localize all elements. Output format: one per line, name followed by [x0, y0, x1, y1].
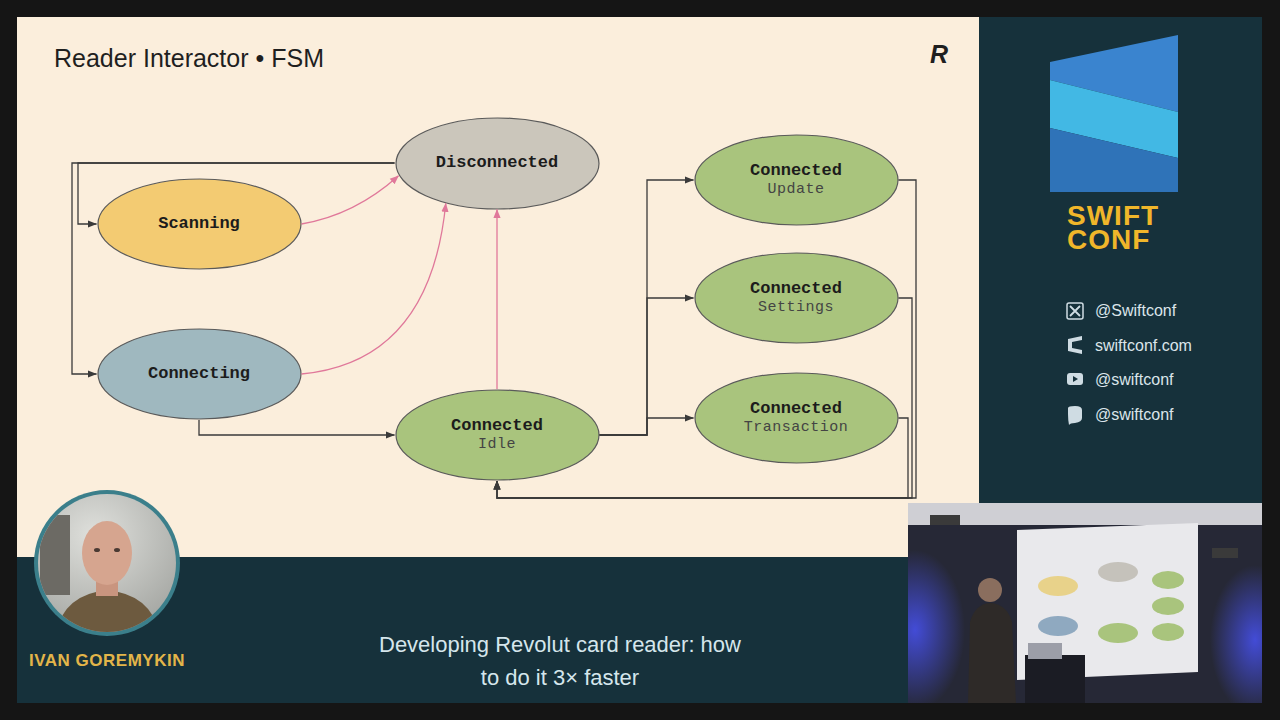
inset-node [1152, 623, 1184, 641]
inset-node [1038, 576, 1078, 596]
photo-head [82, 521, 132, 585]
social-icons [1067, 303, 1083, 425]
state-ellipse: ConnectedSettings [694, 252, 899, 344]
decor-shape [30, 490, 190, 640]
state-name: Connected [451, 416, 543, 436]
inset-node [1152, 571, 1184, 589]
ellipse-shape [695, 135, 898, 225]
transition-arrow [600, 180, 694, 435]
state-substate: Update [767, 181, 824, 199]
transition-arrow [497, 418, 908, 498]
transition-arrow [78, 163, 395, 224]
transition-arrow [600, 418, 694, 435]
inset-light [908, 550, 965, 703]
conference-logo [1050, 35, 1178, 192]
photo-eye [114, 548, 120, 552]
inset-ceiling [908, 503, 1262, 525]
speaker-name: IVAN GOREMYKIN [17, 650, 197, 672]
state-ellipse: Connecting [97, 328, 302, 420]
state-name: Connected [750, 279, 842, 299]
inset-node [1098, 623, 1138, 643]
photo-jacket [55, 590, 160, 640]
inset-lectern [1025, 655, 1085, 703]
state-name: Disconnected [436, 153, 558, 173]
social-handle: @swiftconf [1095, 370, 1173, 390]
transition-arrow [72, 163, 395, 374]
transition-arrow [497, 180, 916, 498]
inset-presenter-head [978, 578, 1002, 602]
mastodon-icon [1068, 406, 1082, 425]
photo-door [40, 515, 70, 595]
x-icon [1067, 303, 1083, 319]
youtube-icon [1067, 373, 1083, 385]
inset-node [1038, 616, 1078, 636]
youtube-icon-mark [1073, 376, 1078, 382]
state-substate: Idle [478, 436, 516, 454]
logo-wordmark: CONF [1067, 226, 1150, 254]
inset-node [1152, 597, 1184, 615]
transition-arrow [302, 203, 446, 374]
state-name: Connecting [148, 364, 250, 384]
social-handle: @swiftconf [1095, 405, 1173, 425]
inset-light [1210, 565, 1262, 703]
photo-wall [30, 490, 190, 640]
camera-inset [908, 503, 1262, 703]
transition-arrow [497, 298, 912, 498]
inset-node [1098, 562, 1138, 582]
site-icon [1068, 336, 1082, 354]
state-ellipse: Scanning [97, 178, 302, 270]
transition-arrow [302, 176, 399, 224]
photo-eye [94, 548, 100, 552]
transition-arrow [600, 298, 694, 435]
state-substate: Transaction [744, 419, 849, 437]
transition-arrow [496, 210, 497, 390]
state-name: Connected [750, 161, 842, 181]
slide-background [17, 17, 979, 557]
ellipse-shape [695, 253, 898, 343]
state-name: Connected [750, 399, 842, 419]
state-ellipse: ConnectedIdle [395, 389, 600, 481]
ellipse-shape [695, 373, 898, 463]
transition-arrow [199, 420, 395, 435]
talk-title: Developing Revolut card reader: how to d… [375, 628, 745, 694]
brand-logo: R [930, 40, 948, 69]
inset-speaker [930, 515, 960, 525]
speaker-photo [30, 490, 190, 640]
ellipse-shape [396, 390, 599, 480]
inset-laptop [1028, 643, 1062, 659]
site-icon-mark [1072, 340, 1082, 350]
state-name: Scanning [158, 214, 240, 234]
logo-band [1050, 128, 1178, 192]
website-url: swiftconf.com [1095, 336, 1192, 356]
slide-title: Reader Interactor • FSM [54, 44, 324, 73]
inset-screen [1017, 523, 1198, 680]
inset-presenter-body [968, 603, 1016, 703]
state-substate: Settings [758, 299, 834, 317]
x-icon-mark [1070, 306, 1080, 316]
social-handle: @Swiftconf [1095, 301, 1176, 321]
state-ellipse: ConnectedUpdate [694, 134, 899, 226]
state-ellipse: ConnectedTransaction [694, 372, 899, 464]
ellipse-shape [98, 179, 301, 269]
inset-speaker [1212, 548, 1238, 558]
ellipse-shape [396, 118, 599, 209]
state-ellipse: Disconnected [395, 117, 600, 210]
ellipse-shape [98, 329, 301, 419]
